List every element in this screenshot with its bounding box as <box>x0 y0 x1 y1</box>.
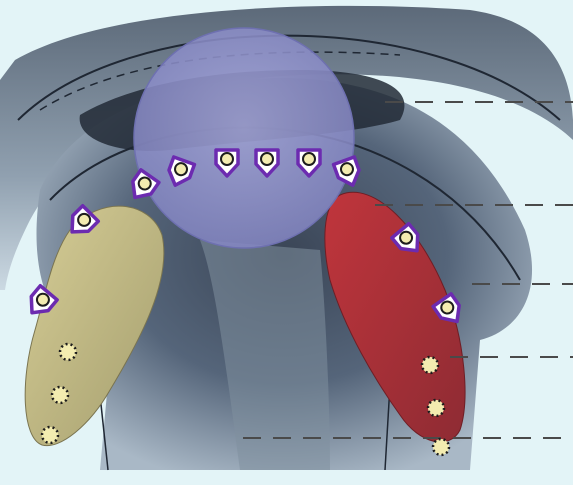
dotted-circle-marker <box>428 400 444 416</box>
dotted-circle-marker <box>60 344 76 360</box>
dotted-circle-marker <box>52 387 68 403</box>
dotted-circle-marker <box>422 357 438 373</box>
dotted-circle-marker <box>42 427 58 443</box>
overlay-circle <box>134 28 354 248</box>
dotted-circle-marker <box>433 439 449 455</box>
